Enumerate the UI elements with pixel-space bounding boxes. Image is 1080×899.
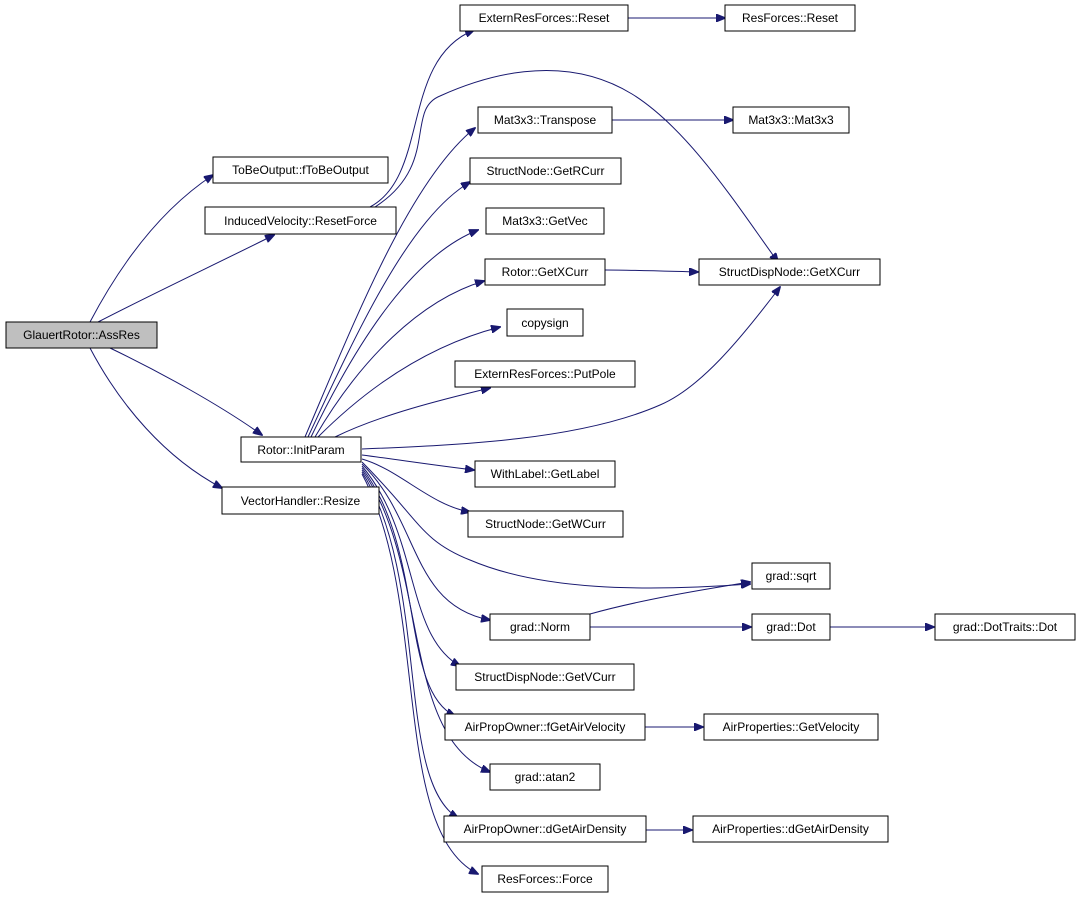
node-label: InducedVelocity::ResetForce (224, 214, 377, 228)
edge-initparam-getlabel (361, 454, 474, 470)
nodes-layer: GlauertRotor::AssRes ToBeOutput::fToBeOu… (5, 4, 1076, 893)
node-grad-sqrt[interactable]: grad::sqrt (751, 562, 831, 590)
node-mat3x3-transpose[interactable]: Mat3x3::Transpose (477, 106, 613, 134)
node-label: Mat3x3::GetVec (502, 214, 587, 228)
node-label: ResForces::Reset (742, 11, 839, 25)
node-label: copysign (521, 316, 568, 330)
edge-initparam-atan2 (361, 469, 490, 772)
node-structdispnode-getvcurr[interactable]: StructDispNode::GetVCurr (455, 663, 635, 691)
node-vectorhandler-resize[interactable]: VectorHandler::Resize (221, 486, 380, 515)
node-grad-dot[interactable]: grad::Dot (751, 613, 831, 641)
node-tobeoutput-ftobeoutput[interactable]: ToBeOutput::fToBeOutput (212, 156, 389, 184)
edge-initparam-dgetairdensowner (361, 471, 458, 818)
node-mat3x3-getvec[interactable]: Mat3x3::GetVec (485, 207, 605, 235)
node-label: grad::Dot (766, 620, 816, 634)
node-label: StructNode::GetWCurr (485, 517, 606, 531)
node-grad-norm[interactable]: grad::Norm (489, 613, 591, 641)
node-copysign[interactable]: copysign (506, 308, 584, 337)
node-airproperties-dgetairdensity[interactable]: AirProperties::dGetAirDensity (692, 815, 889, 843)
edge-initparam-rotorgetxcurr (314, 281, 484, 438)
node-label: StructDispNode::GetVCurr (474, 670, 615, 684)
node-label: AirPropOwner::fGetAirVelocity (465, 720, 626, 734)
node-label: grad::sqrt (766, 569, 817, 583)
node-externresforces-putpole[interactable]: ExternResForces::PutPole (454, 360, 636, 388)
node-label: ExternResForces::Reset (479, 11, 610, 25)
edge-initparam-force (361, 473, 478, 874)
edge-assres-resize (89, 347, 222, 488)
edge-initparam-norm (361, 463, 490, 620)
node-label: grad::DotTraits::Dot (953, 620, 1058, 634)
node-mat3x3-mat3x3[interactable]: Mat3x3::Mat3x3 (732, 106, 850, 134)
edge-resetforce-extreset (369, 30, 474, 208)
node-label: VectorHandler::Resize (241, 494, 361, 508)
node-glauertrotor-assres[interactable]: GlauertRotor::AssRes (5, 321, 158, 349)
edges-layer (89, 18, 934, 874)
edge-assres-resetforce (97, 235, 274, 323)
node-label: ResForces::Force (497, 872, 593, 886)
node-label: AirProperties::dGetAirDensity (712, 822, 869, 836)
node-airproperties-getvelocity[interactable]: AirProperties::GetVelocity (703, 713, 879, 741)
node-resforces-force[interactable]: ResForces::Force (481, 865, 609, 893)
node-label: grad::atan2 (515, 770, 576, 784)
node-label: Rotor::GetXCurr (502, 265, 589, 279)
node-label: StructDispNode::GetXCurr (719, 265, 860, 279)
edge-resetforce-sdngetxcurr (374, 70, 778, 262)
node-withlabel-getlabel[interactable]: WithLabel::GetLabel (474, 460, 616, 488)
edge-initparam-sqrt (361, 461, 750, 588)
node-externresforces-reset[interactable]: ExternResForces::Reset (459, 4, 629, 32)
edge-initparam-copysign (317, 327, 500, 438)
node-label: AirProperties::GetVelocity (723, 720, 860, 734)
node-label: AirPropOwner::dGetAirDensity (464, 822, 627, 836)
node-label: Mat3x3::Transpose (494, 113, 597, 127)
node-label: Mat3x3::Mat3x3 (748, 113, 834, 127)
edge-assres-tobeoutput (89, 175, 213, 323)
edge-initparam-putpole (334, 388, 490, 438)
node-inducedvelocity-resetforce[interactable]: InducedVelocity::ResetForce (204, 206, 397, 235)
node-label: ToBeOutput::fToBeOutput (232, 163, 369, 177)
node-resforces-reset[interactable]: ResForces::Reset (724, 4, 856, 32)
node-label: grad::Norm (510, 620, 570, 634)
node-rotor-initparam[interactable]: Rotor::InitParam (240, 436, 362, 463)
edge-initparam-getvec (310, 230, 478, 438)
node-label: GlauertRotor::AssRes (23, 328, 140, 342)
edge-initparam-getwcurr (361, 458, 470, 512)
node-structnode-getrcurr[interactable]: StructNode::GetRCurr (469, 157, 622, 185)
node-label: StructNode::GetRCurr (486, 164, 604, 178)
edge-rotorgetxcurr-sdngetxcurr (604, 270, 698, 272)
edge-norm-sqrt (589, 582, 750, 615)
node-label: Rotor::InitParam (257, 443, 344, 457)
node-airpropowner-dgetairdensity[interactable]: AirPropOwner::dGetAirDensity (443, 815, 647, 843)
node-label: WithLabel::GetLabel (491, 467, 600, 481)
node-structdispnode-getxcurr[interactable]: StructDispNode::GetXCurr (698, 258, 881, 286)
node-rotor-getxcurr[interactable]: Rotor::GetXCurr (484, 258, 606, 286)
edge-initparam-getvcurr (361, 465, 460, 666)
node-grad-dottraits-dot[interactable]: grad::DotTraits::Dot (934, 613, 1076, 641)
node-grad-atan2[interactable]: grad::atan2 (489, 763, 601, 791)
node-airpropowner-fgetairvelocity[interactable]: AirPropOwner::fGetAirVelocity (444, 713, 646, 741)
edge-initparam-sdngetxcurr (361, 287, 780, 450)
node-structnode-getwcurr[interactable]: StructNode::GetWCurr (467, 510, 624, 538)
edge-initparam-getrcurr (307, 182, 470, 438)
node-label: ExternResForces::PutPole (474, 367, 616, 381)
edge-assres-initparam (109, 347, 262, 435)
edge-initparam-transpose (304, 128, 475, 438)
